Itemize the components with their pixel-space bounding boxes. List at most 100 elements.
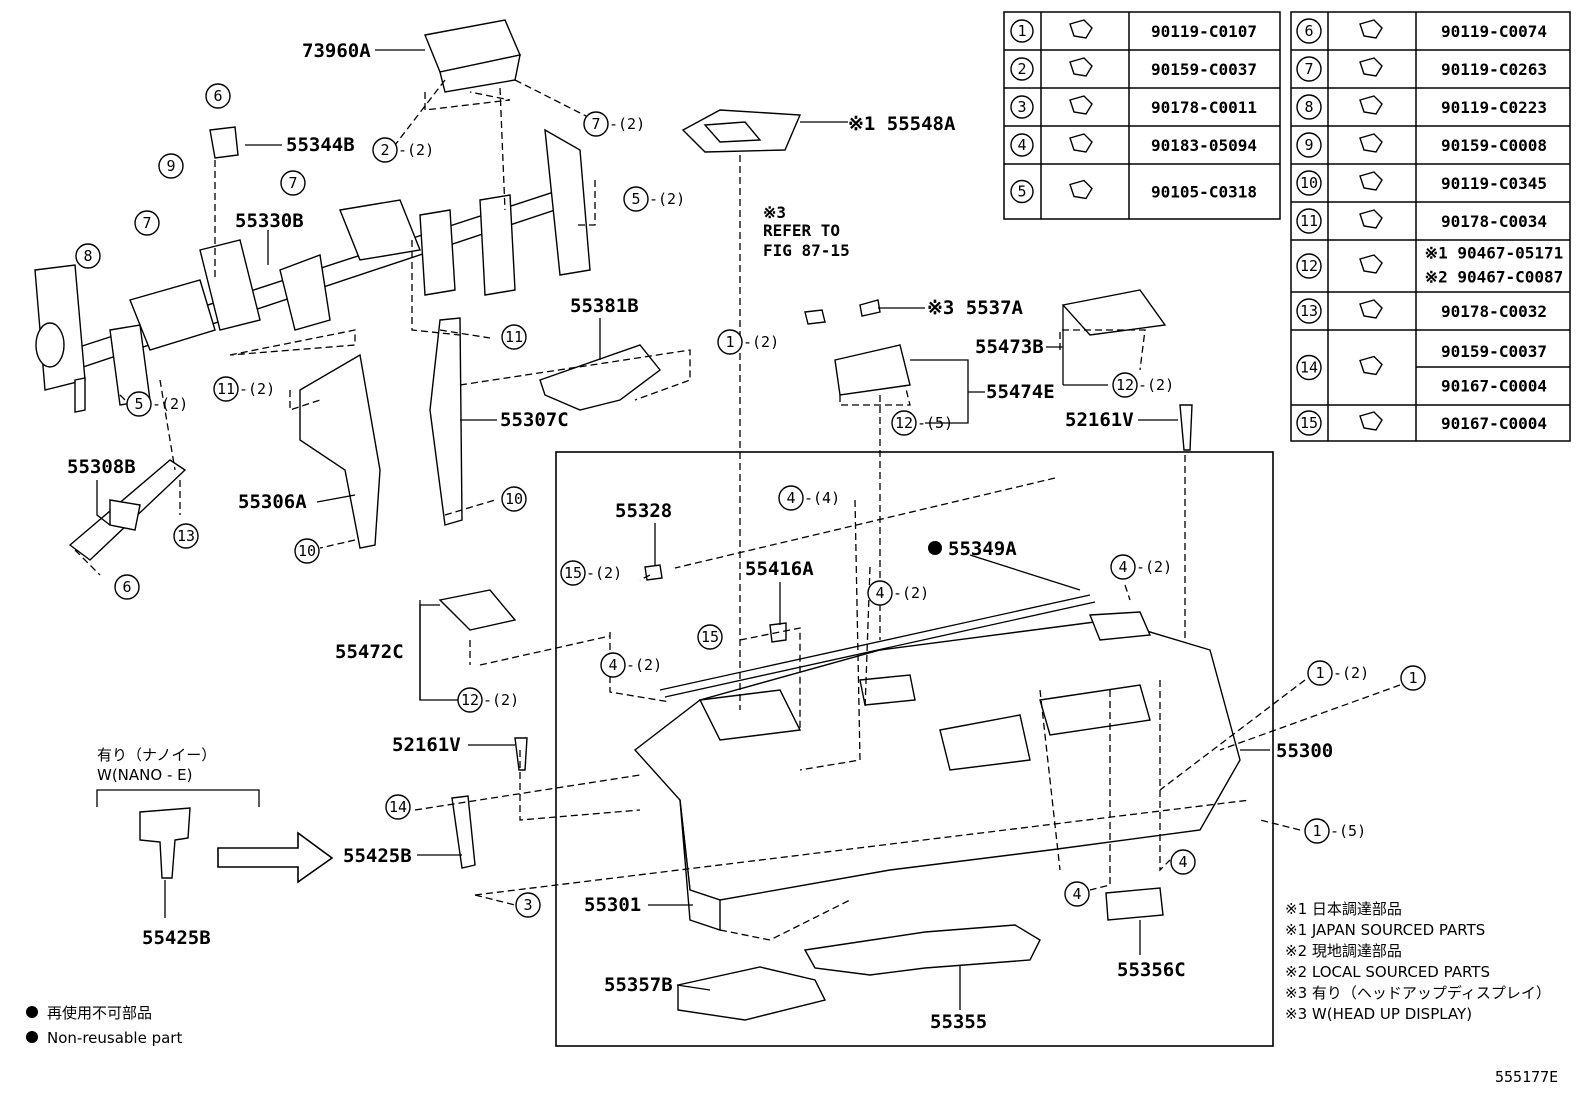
callout: 11-(2)	[213, 376, 275, 402]
row-number-circle	[1010, 57, 1034, 81]
bracket-55381B	[539, 344, 661, 411]
instrument-panel-frame	[555, 451, 1274, 1047]
lid-55473B	[1061, 289, 1167, 336]
row-number: 14	[1300, 359, 1318, 377]
row-number-circle	[1296, 410, 1322, 436]
callout-quantity: -(2)	[743, 333, 779, 351]
callout: 4	[1170, 849, 1196, 875]
lid-55474E	[834, 344, 911, 396]
row-number: 6	[1304, 22, 1313, 40]
callout-number: 7	[591, 115, 600, 133]
label-55301: 55301	[584, 894, 641, 916]
callout: 6	[114, 574, 140, 600]
callout: 7-(2)	[583, 111, 645, 137]
callout-number: 6	[122, 578, 131, 596]
note-1-en: ※1 JAPAN SOURCED PARTS	[1285, 921, 1485, 939]
table-row: 12※1 90467-05171※2 90467-C0087	[1296, 244, 1564, 287]
direction-arrow	[217, 831, 334, 884]
bracket-55344B	[209, 126, 239, 159]
callout: 14	[385, 794, 411, 820]
callout-circle	[75, 243, 101, 269]
callout-number: 8	[83, 247, 92, 265]
callout-circle	[501, 324, 527, 350]
legend-dot-en	[26, 1031, 38, 1043]
callout-circle	[697, 624, 723, 650]
callout-quantity: -(2)	[1333, 664, 1369, 682]
callout-circle	[213, 376, 239, 402]
callout-number: 1	[1408, 669, 1417, 687]
nano-title-jp: 有り（ナノイー）	[97, 746, 216, 764]
note-2-en: ※2 LOCAL SOURCED PARTS	[1285, 963, 1490, 981]
callout: 1-(5)	[1304, 818, 1366, 844]
label-5537A: ※3 5537A	[927, 297, 1024, 319]
callout: 12-(2)	[1112, 372, 1174, 398]
row-number: 1	[1017, 22, 1026, 40]
callout: 1-(2)	[717, 329, 779, 355]
fastener-table-left	[1003, 11, 1281, 220]
callout: 4-(2)	[867, 580, 929, 606]
callout-circle	[600, 652, 626, 678]
callout-number: 12	[1116, 376, 1134, 394]
callout-circle	[778, 485, 804, 511]
label-55357B: 55357B	[604, 974, 673, 996]
callout-circle	[1110, 554, 1136, 580]
callout-circle	[294, 538, 320, 564]
callout: 2-(2)	[372, 137, 434, 163]
callout: 11	[501, 324, 527, 350]
callout-number: 11	[217, 380, 235, 398]
callout-circle	[1064, 881, 1090, 907]
part-number: 90159-C0037	[1151, 60, 1257, 79]
row-number: 11	[1300, 212, 1318, 230]
part-number: 90159-C0008	[1441, 136, 1547, 155]
fastener-icon	[1069, 19, 1093, 39]
callout-number: 4	[786, 489, 795, 507]
callout-quantity: -(2)	[649, 190, 685, 208]
callout: 4 -(4)	[778, 485, 840, 511]
part-number-alt: ※2 90467-C0087	[1425, 268, 1564, 287]
callout-quantity: -(5)	[1330, 822, 1366, 840]
callout-quantity: -(2)	[1138, 376, 1174, 394]
fastener-icon	[1359, 411, 1383, 431]
instrument-panel-assembly	[633, 564, 1241, 1021]
fastener-table-right	[1290, 11, 1571, 442]
callout: 7	[280, 170, 306, 196]
callout-circle	[1400, 665, 1426, 691]
callout-circle	[114, 574, 140, 600]
callout-quantity: -(2)	[483, 691, 519, 709]
clip-52161V-right	[1179, 404, 1193, 451]
callout-circle	[280, 170, 306, 196]
row-number-circle	[1296, 94, 1322, 120]
dashed-leaders	[74, 79, 1401, 941]
callout-circle	[583, 111, 609, 137]
note-1-jp: ※1 日本調達部品	[1285, 900, 1402, 918]
fastener-icon	[1359, 355, 1383, 376]
row-number: 15	[1300, 414, 1318, 432]
non-reusable-mark	[928, 541, 942, 555]
callout-number: 6	[213, 87, 222, 105]
callout-number: 13	[177, 527, 195, 545]
callout-number: 9	[166, 157, 175, 175]
row-number: 7	[1304, 60, 1313, 78]
callout: 15	[697, 624, 723, 650]
fastener-icon	[1359, 254, 1383, 274]
label-55308B: 55308B	[67, 456, 136, 478]
callout-quantity: -(2)	[893, 584, 929, 602]
callout-quantity: -(2)	[239, 380, 275, 398]
callout: 10	[501, 486, 527, 512]
callout: 4-(2)	[1110, 554, 1172, 580]
refer-figure: FIG 87-15	[763, 241, 850, 260]
callout-quantity: -(4)	[804, 489, 840, 507]
fastener-icon	[1069, 179, 1093, 200]
callout-number: 15	[701, 628, 719, 646]
clip-52161V-left	[514, 737, 528, 771]
bracket-55425B-nano	[139, 807, 191, 879]
fastener-icon	[1069, 133, 1093, 153]
callout-number: 3	[523, 896, 532, 914]
callout-circle	[372, 137, 398, 163]
